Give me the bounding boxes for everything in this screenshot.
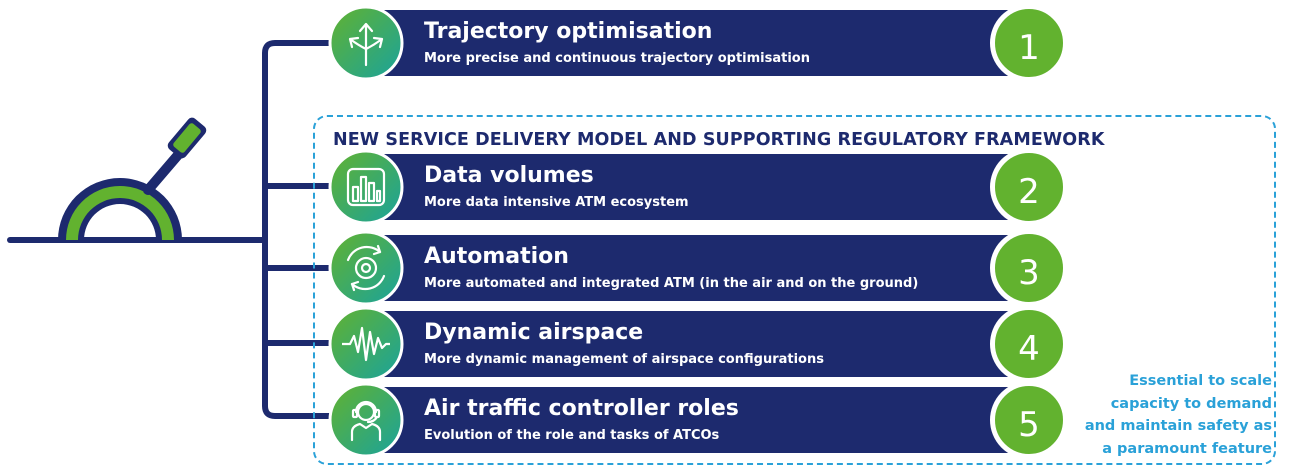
item-subtitle: More precise and continuous trajectory o… bbox=[424, 51, 810, 66]
regulatory-framework-frame bbox=[313, 115, 1276, 465]
note-line: and maintain safety as bbox=[1084, 418, 1272, 434]
item-subtitle: Evolution of the role and tasks of ATCOs bbox=[424, 428, 720, 443]
item-bar-5: Air traffic controller roles Evolution o… bbox=[360, 387, 1030, 453]
item-number-5: 5 bbox=[990, 381, 1068, 459]
item-subtitle: More data intensive ATM ecosystem bbox=[424, 195, 689, 210]
frame-title: NEW SERVICE DELIVERY MODEL AND SUPPORTIN… bbox=[333, 130, 1105, 150]
item-bar-1: Trajectory optimisation More precise and… bbox=[360, 10, 1030, 76]
item-title: Automation bbox=[424, 244, 569, 269]
bar-chart-icon bbox=[328, 149, 404, 225]
item-title: Trajectory optimisation bbox=[424, 19, 713, 44]
gear-cycle-icon bbox=[328, 230, 404, 306]
item-number-3: 3 bbox=[990, 229, 1068, 307]
item-number-1: 1 bbox=[990, 4, 1068, 82]
item-title: Dynamic airspace bbox=[424, 320, 644, 345]
item-bar-4: Dynamic airspace More dynamic management… bbox=[360, 311, 1030, 377]
note-line: a paramount feature bbox=[1102, 440, 1272, 457]
lever-gauge-icon bbox=[58, 117, 207, 240]
item-number-2: 2 bbox=[990, 148, 1068, 226]
controller-headset-icon bbox=[328, 382, 404, 458]
waveform-icon bbox=[328, 306, 404, 382]
note-text: Essential to scale capacity to demand an… bbox=[1072, 370, 1272, 460]
item-bar-2: Data volumes More data intensive ATM eco… bbox=[360, 154, 1030, 220]
item-number-4: 4 bbox=[990, 305, 1068, 383]
branch-spine bbox=[262, 40, 335, 419]
item-bar-3: Automation More automated and integrated… bbox=[360, 235, 1030, 301]
item-subtitle: More automated and integrated ATM (in th… bbox=[424, 276, 919, 291]
item-subtitle: More dynamic management of airspace conf… bbox=[424, 352, 824, 367]
trajectory-arrows-icon bbox=[328, 5, 404, 81]
item-title: Air traffic controller roles bbox=[424, 396, 739, 421]
item-title: Data volumes bbox=[424, 163, 594, 188]
note-line: capacity to demand bbox=[1110, 395, 1272, 412]
note-line: Essential to scale bbox=[1129, 373, 1272, 389]
